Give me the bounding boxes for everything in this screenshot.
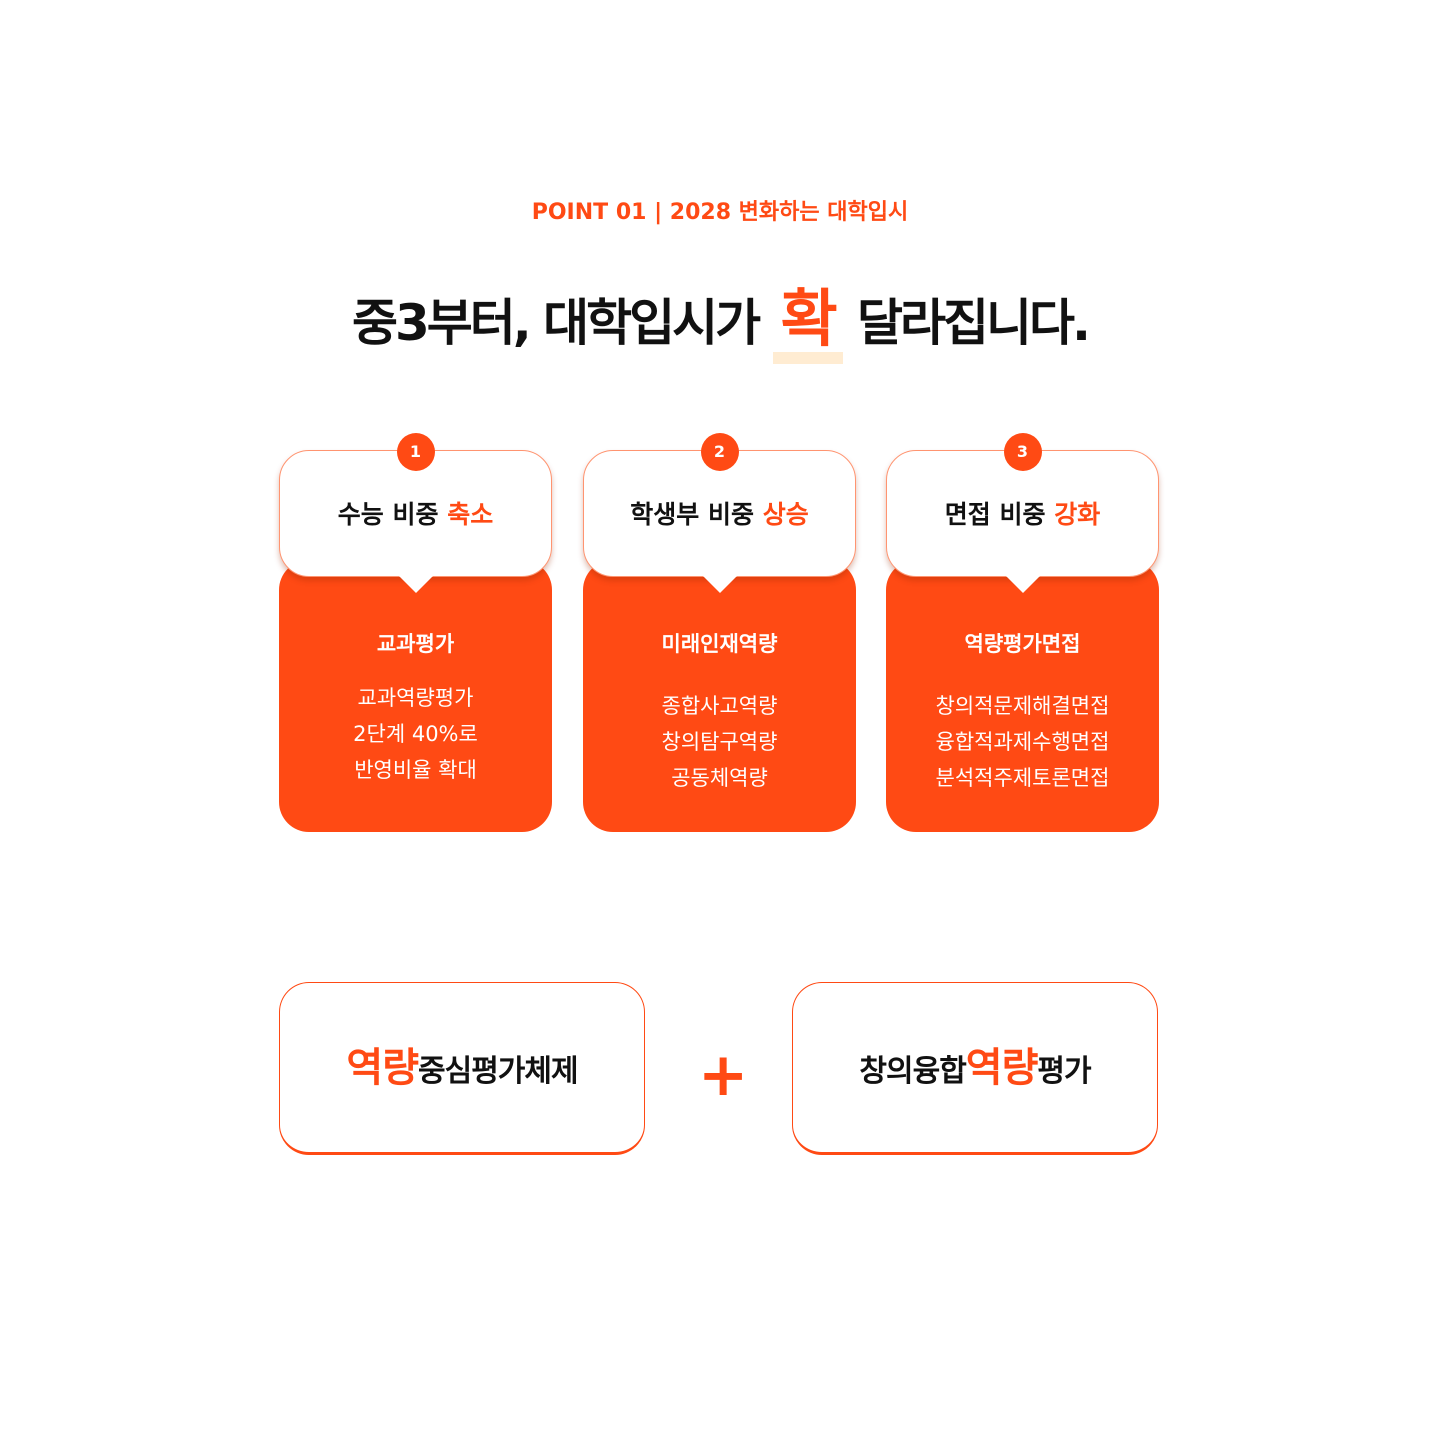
box-accent: 역량 (965, 1045, 1039, 1091)
card-line: 교과역량평가 (357, 686, 474, 710)
speech-pointer (1004, 575, 1041, 593)
card-subtitle: 역량평가면접 (964, 632, 1081, 656)
card-accent: 상승 (762, 500, 809, 529)
speech-pointer (397, 575, 434, 593)
title-after: 달라집니다. (857, 294, 1091, 352)
box-accent: 역량 (346, 1045, 419, 1091)
card-line: 공동체역량 (671, 766, 768, 790)
card-header: 수능 비중 축소 (279, 450, 552, 577)
card-accent: 강화 (1054, 500, 1101, 529)
card-line: 창의탐구역량 (661, 730, 778, 754)
step-badge: 3 (1003, 433, 1042, 471)
card-head: 수능 비중 (337, 500, 439, 529)
creative-evaluation-box: 창의융합역량평가 (792, 982, 1158, 1155)
competency-system-box: 역량중심평가체제 (279, 982, 645, 1155)
plus-icon: + (698, 1040, 749, 1110)
box-text: 중심평가체제 (418, 1054, 579, 1089)
card-line: 반영비율 확대 (354, 758, 477, 782)
card-subtitle: 교과평가 (376, 632, 455, 656)
card-line: 종합사고역량 (661, 694, 778, 718)
box-text: 창의융합 (859, 1054, 966, 1089)
title-before: 중3부터, 대학입시가 (351, 294, 761, 352)
card-head: 면접 비중 (944, 500, 1046, 529)
card-line: 2단계 40%로 (353, 722, 478, 746)
card-accent: 축소 (447, 500, 494, 529)
speech-pointer (701, 575, 738, 593)
card-subtitle: 미래인재역량 (661, 632, 778, 656)
title-highlight: 확 (772, 268, 843, 364)
step-badge: 1 (396, 433, 435, 471)
card-line: 분석적주제토론면접 (935, 766, 1110, 790)
card-line: 융합적과제수행면접 (935, 730, 1110, 754)
page-title: 중3부터, 대학입시가 확 달라집니다. (0, 268, 1440, 364)
point-label: POINT 01 | 2028 변화하는 대학입시 (531, 200, 909, 225)
card-line: 창의적문제해결면접 (935, 694, 1110, 718)
card-head: 학생부 비중 (630, 500, 754, 529)
step-badge: 2 (700, 433, 739, 471)
box-text: 평가 (1037, 1054, 1091, 1089)
